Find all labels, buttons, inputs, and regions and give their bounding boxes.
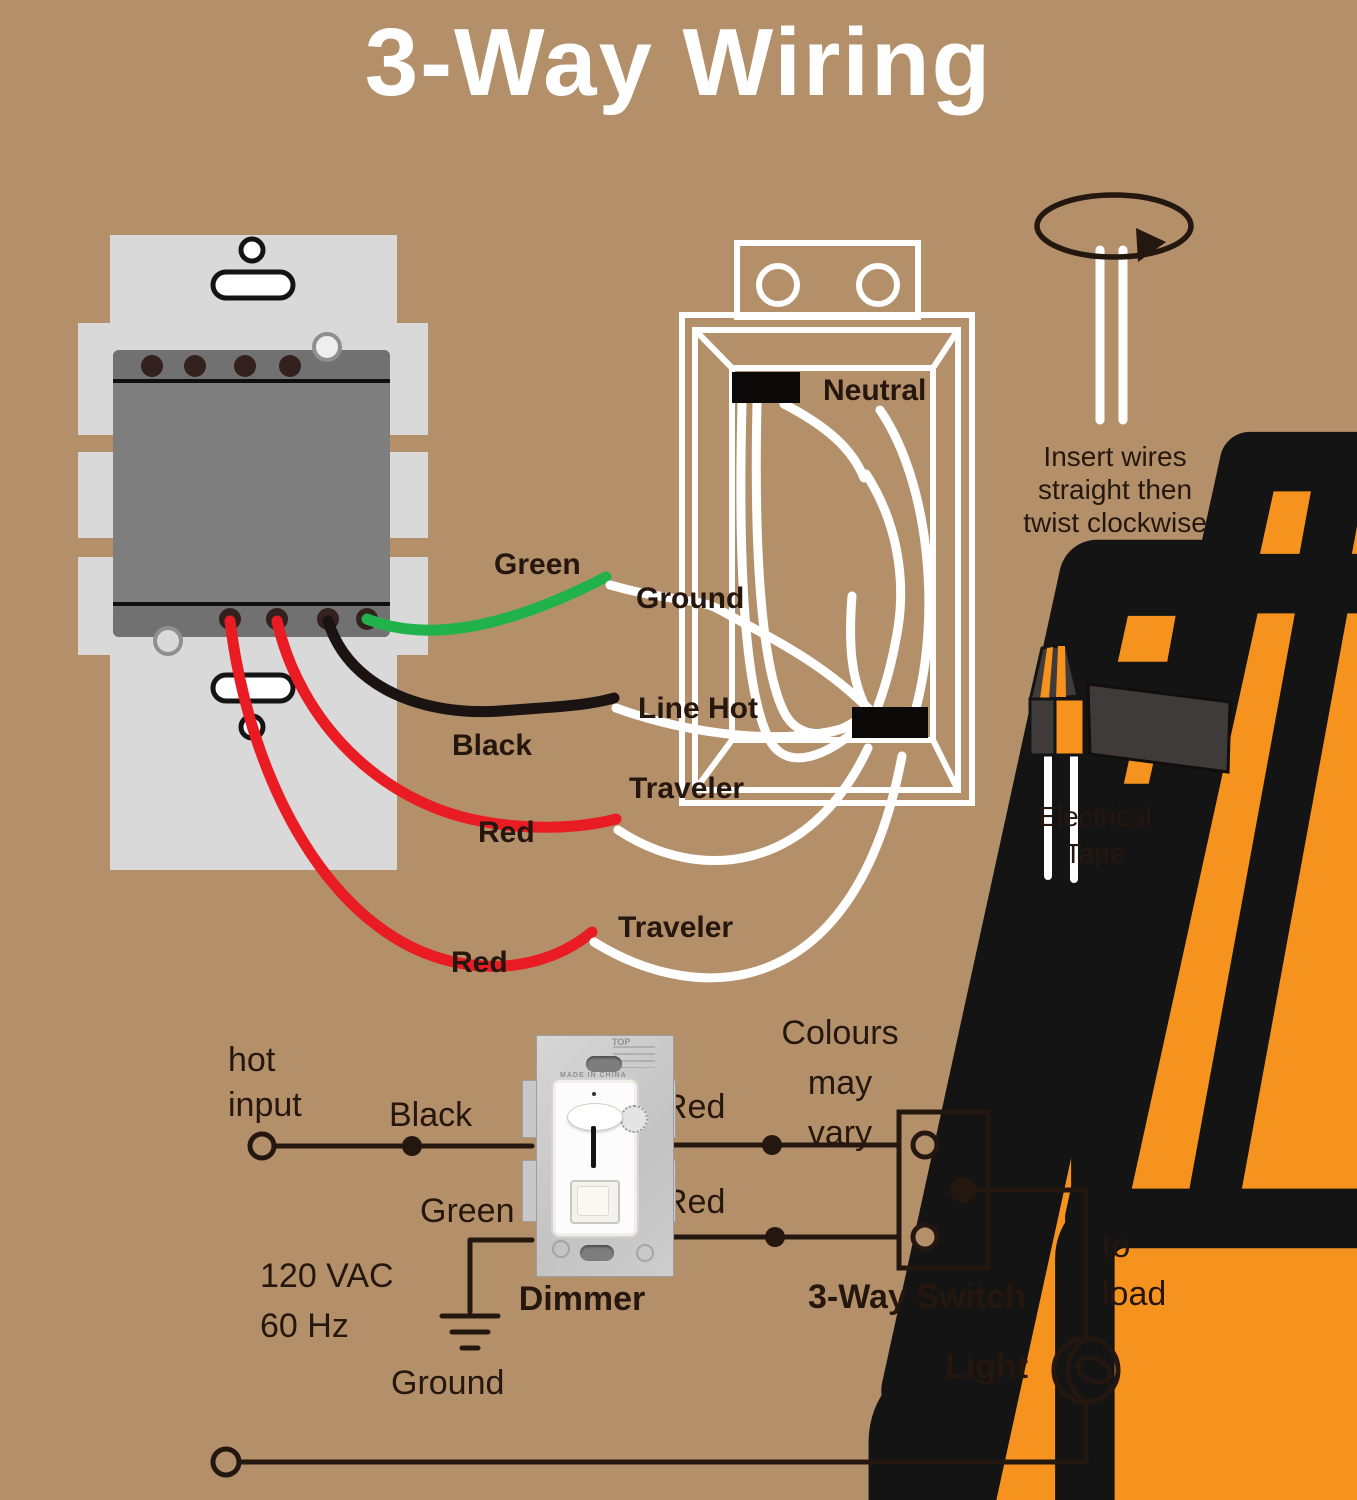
switch-screw-top	[312, 332, 342, 362]
tape-tip-text: Electrical Tape	[1038, 801, 1152, 869]
label-frequency: 60 Hz	[260, 1307, 349, 1345]
switch-terminals-top	[141, 355, 301, 377]
twist-arrow-icon	[1034, 192, 1194, 260]
label-neutral: Neutral	[823, 374, 927, 407]
switch-screw-bottom	[153, 626, 183, 656]
schematic	[210, 1109, 1121, 1478]
label-to-load: to load	[1102, 1227, 1167, 1313]
strap-screw-mark	[636, 1244, 654, 1262]
bundle-tape	[852, 707, 928, 738]
green-wire	[361, 571, 612, 636]
label-three-way-switch: 3-Way Switch	[808, 1278, 1026, 1316]
neutral-tape	[732, 372, 800, 403]
label-green: Green	[494, 548, 581, 581]
label-sch-ground: Ground	[391, 1364, 505, 1402]
plate-slot-top	[210, 269, 296, 301]
strap-hole-bottom	[580, 1245, 614, 1261]
twist-tip-text: Insert wires straight then twist clockwi…	[1023, 441, 1207, 538]
plate-slot-bottom	[210, 672, 296, 704]
tape-demo	[1028, 643, 1232, 883]
label-light: Light	[945, 1348, 1029, 1386]
label-traveler-1: Traveler	[629, 772, 745, 805]
label-black: Black	[452, 729, 533, 762]
label-ground: Ground	[636, 582, 745, 615]
dimmer-top-marking: TOP	[612, 1037, 631, 1047]
ground-symbol-icon	[439, 1313, 501, 1351]
label-line-hot: Line Hot	[638, 692, 758, 725]
hot-input-terminal	[247, 1131, 277, 1161]
label-hot-input: hot input	[228, 1041, 302, 1124]
twist-demo	[1034, 192, 1194, 425]
label-sch-green: Green	[420, 1192, 515, 1230]
strap-hole-top	[586, 1056, 622, 1072]
red-wire-2	[224, 615, 598, 972]
page-title: 3-Way Wiring	[364, 9, 993, 116]
white-wires	[589, 399, 934, 983]
label-dimmer: Dimmer	[518, 1280, 646, 1318]
dimmer-spec-text	[613, 1046, 655, 1068]
label-sch-black: Black	[389, 1096, 473, 1134]
dimmer-slider-slot	[591, 1126, 596, 1168]
dimmer-device: TOP MADE IN CHINA	[518, 1032, 678, 1277]
red-wire-1	[271, 615, 622, 833]
strap-screw-mark	[552, 1240, 570, 1258]
return-terminal	[210, 1446, 242, 1478]
smart-switch-body	[113, 332, 390, 656]
label-red-1: Red	[478, 816, 535, 849]
black-wire	[322, 615, 620, 718]
dimmer-paddle-switch	[570, 1180, 620, 1224]
dimmer-indicator-dot	[592, 1092, 596, 1096]
dimmer-origin-marking: MADE IN CHINA	[560, 1072, 627, 1079]
tape-band	[1086, 682, 1232, 774]
label-traveler-2: Traveler	[618, 911, 734, 944]
dimmer-adjust-wheel	[620, 1105, 648, 1133]
label-red-2: Red	[451, 946, 508, 979]
plate-screw-hole-top	[238, 236, 266, 264]
label-colours-note: Colours may vary	[781, 1014, 899, 1152]
electrical-box	[679, 240, 975, 806]
label-voltage: 120 VAC	[260, 1257, 394, 1295]
box-top-bracket	[734, 240, 921, 320]
taped-wire-nut	[1028, 643, 1086, 757]
